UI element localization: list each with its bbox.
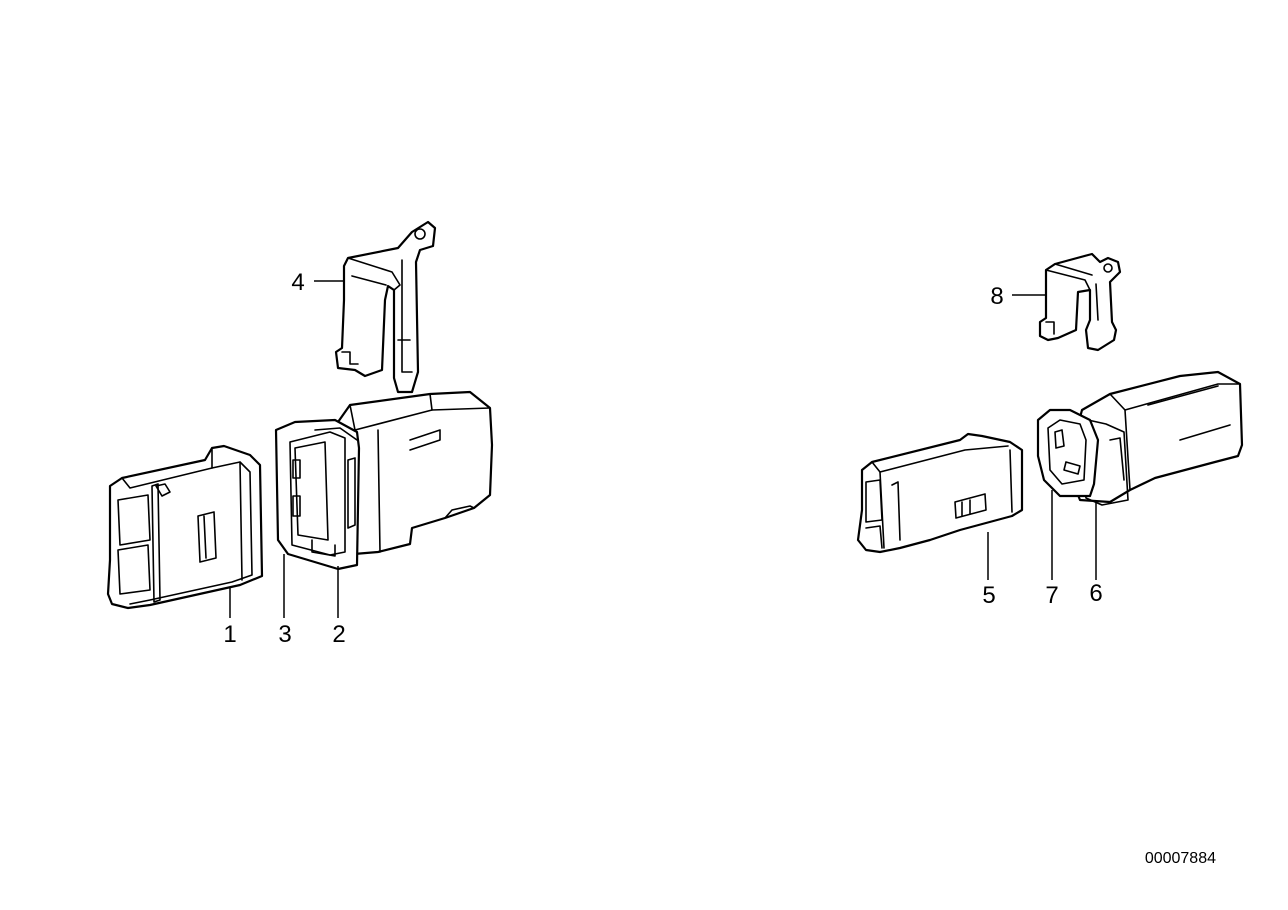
callout-6: 6 [1089, 580, 1102, 607]
callout-1: 1 [223, 621, 236, 648]
diagram-number: 00007884 [1145, 850, 1216, 867]
callout-2: 2 [332, 621, 345, 648]
callout-labels: 1 2 3 4 5 6 7 8 [223, 269, 1102, 648]
connector-housing-2[interactable] [336, 390, 494, 557]
frame-7[interactable] [1036, 408, 1100, 498]
callout-7: 7 [1045, 582, 1058, 609]
callout-3: 3 [278, 621, 291, 648]
plug-connector-5[interactable] [856, 432, 1024, 554]
frame-3[interactable] [274, 418, 361, 571]
callout-4: 4 [291, 269, 304, 296]
callout-5: 5 [982, 582, 995, 609]
callout-8: 8 [990, 283, 1003, 310]
leader-lines [229, 280, 1097, 618]
retaining-clip-4[interactable] [334, 220, 437, 394]
retaining-clip-8[interactable] [1038, 252, 1122, 352]
plug-connector-1[interactable] [106, 444, 264, 610]
